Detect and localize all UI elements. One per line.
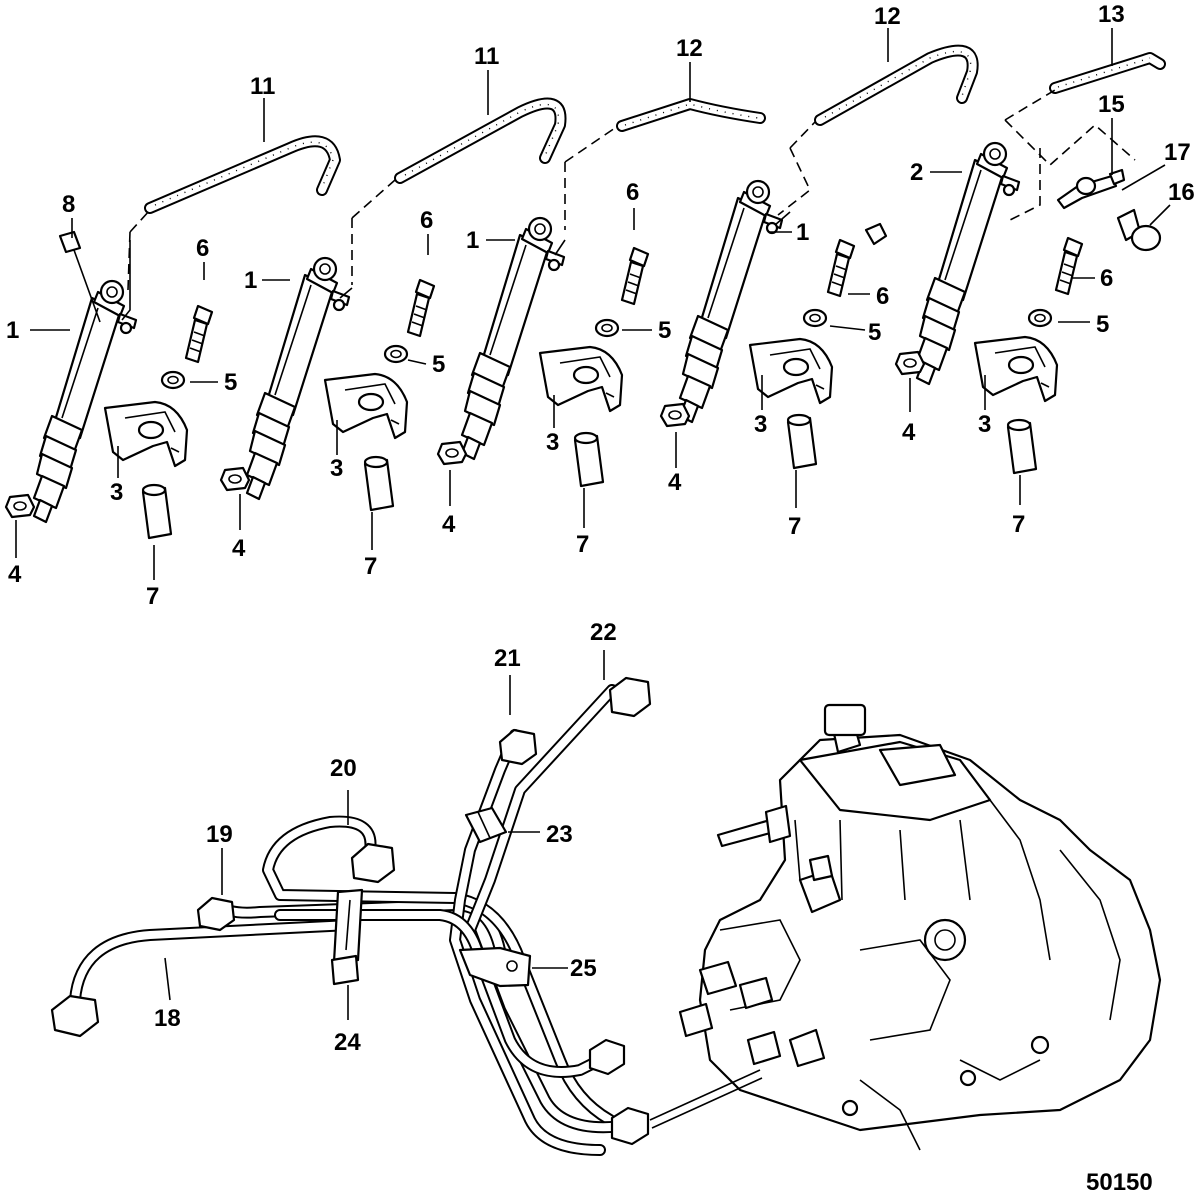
- bleeder-screw-8: [58, 230, 101, 323]
- callout-1: 1: [6, 317, 19, 344]
- gasket-left: [4, 493, 36, 519]
- sleeve-fourth: [786, 413, 818, 470]
- sleeve-fifth: [1006, 418, 1038, 475]
- leakoff-hose-12-mid: [616, 98, 766, 132]
- line-nut-19: [196, 896, 236, 932]
- figure-number: 50150: [1086, 1169, 1153, 1196]
- callout-5: 5: [1096, 311, 1109, 338]
- callout-3: 3: [754, 411, 767, 438]
- callout-5: 5: [432, 351, 445, 378]
- callout-leaders: [15, 28, 1171, 1020]
- line-nut-20: [350, 842, 396, 884]
- injector-1-left: [32, 240, 138, 524]
- injector-1-fourth: [678, 179, 791, 424]
- callout-7: 7: [576, 531, 589, 558]
- sleeve-second: [363, 455, 395, 512]
- callout-13: 13: [1098, 1, 1125, 28]
- injector-1-third: [460, 216, 566, 461]
- line-nut-21: [498, 728, 538, 766]
- callout-1: 1: [466, 227, 479, 254]
- line-nut-lower-1: [588, 1038, 626, 1076]
- line-clamp-24: [330, 888, 364, 986]
- injection-pump: [649, 703, 1162, 1151]
- small-nut: [864, 222, 888, 246]
- callout-17: 17: [1164, 139, 1191, 166]
- callout-1: 1: [244, 267, 257, 294]
- line-clamp-23: [464, 806, 508, 844]
- callout-18: 18: [154, 1005, 181, 1032]
- leakoff-hose-13: [1049, 52, 1166, 94]
- washer-second: [383, 344, 409, 364]
- callout-6: 6: [1100, 265, 1113, 292]
- leakoff-hose-11-mid: [394, 97, 567, 184]
- callout-6: 6: [420, 207, 433, 234]
- injection-lines: [69, 684, 636, 1156]
- callout-3: 3: [330, 455, 343, 482]
- callout-5: 5: [658, 317, 671, 344]
- clamp-bolt-third: [620, 246, 650, 306]
- callout-6: 6: [196, 235, 209, 262]
- callout-5: 5: [868, 319, 881, 346]
- gasket-third: [436, 440, 468, 466]
- tee-fitting-15: [1056, 168, 1126, 210]
- clamp-bolt-second: [406, 278, 436, 338]
- line-clamp-25: [458, 946, 532, 988]
- callout-16: 16: [1168, 179, 1195, 206]
- leakoff-hose-12-right: [814, 44, 979, 126]
- callout-4: 4: [668, 469, 682, 496]
- callout-8: 8: [62, 191, 75, 218]
- sleeve-left: [141, 483, 173, 540]
- gasket-fifth: [894, 350, 926, 376]
- line-nut-18: [50, 994, 100, 1038]
- leakoff-hose-11-left: [144, 135, 341, 214]
- banjo-bolt-16: [1116, 208, 1162, 252]
- callout-12: 12: [676, 35, 703, 62]
- sleeve-third: [573, 431, 605, 488]
- nozzle-holder-clamp-fifth: [973, 335, 1059, 403]
- callout-6: 6: [626, 179, 639, 206]
- washer-third: [594, 318, 620, 338]
- callout-21: 21: [494, 645, 521, 672]
- callout-11: 11: [250, 73, 275, 100]
- callout-15: 15: [1098, 91, 1125, 118]
- callout-25: 25: [570, 955, 597, 982]
- callout-7: 7: [146, 583, 159, 610]
- callout-11: 11: [474, 43, 499, 70]
- callout-6: 6: [876, 283, 889, 310]
- callout-7: 7: [364, 553, 377, 580]
- washer-left: [160, 370, 186, 390]
- callout-5: 5: [224, 369, 237, 396]
- washer-fourth: [802, 308, 828, 328]
- callout-4: 4: [232, 535, 246, 562]
- callout-7: 7: [788, 513, 801, 540]
- callout-3: 3: [546, 429, 559, 456]
- washer-fifth: [1027, 308, 1053, 328]
- nozzle-holder-clamp-third: [538, 345, 624, 413]
- injector-1-second: [245, 256, 353, 501]
- callout-1: 1: [796, 219, 809, 246]
- callout-22: 22: [590, 619, 617, 646]
- callout-3: 3: [978, 411, 991, 438]
- callout-4: 4: [902, 419, 916, 446]
- gasket-fourth: [659, 402, 691, 428]
- callout-23: 23: [546, 821, 573, 848]
- callout-19: 19: [206, 821, 233, 848]
- line-nut-lower-2: [610, 1106, 650, 1146]
- clamp-bolt-fourth: [826, 238, 856, 298]
- callout-4: 4: [8, 561, 22, 588]
- callout-12: 12: [874, 3, 901, 30]
- clamp-bolt-fifth: [1054, 236, 1084, 296]
- callout-20: 20: [330, 755, 357, 782]
- callout-7: 7: [1012, 511, 1025, 538]
- clamp-bolt-left: [184, 304, 214, 364]
- line-nut-22: [608, 676, 652, 718]
- callout-2: 2: [910, 159, 923, 186]
- callout-4: 4: [442, 511, 456, 538]
- callout-3: 3: [110, 479, 123, 506]
- gasket-second: [219, 466, 251, 492]
- callout-24: 24: [334, 1029, 361, 1056]
